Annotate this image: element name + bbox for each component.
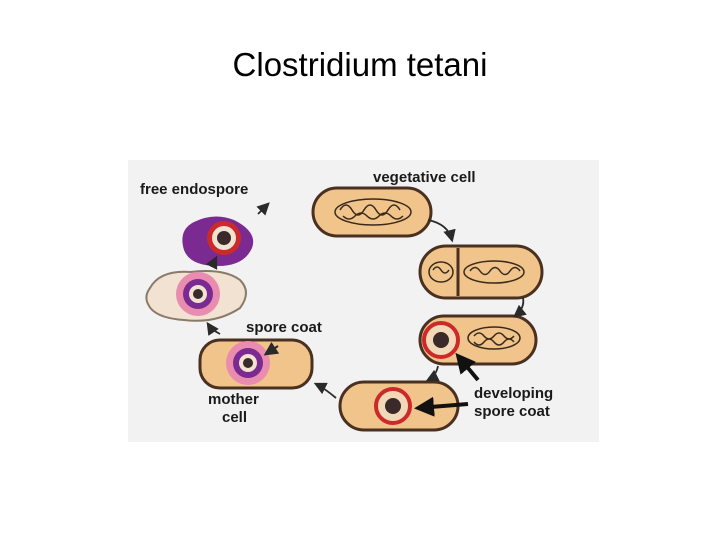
vegetative-cell [311,186,433,238]
arrow-dividing-to-forespore [513,297,527,318]
arrow-vegetative-to-dividing [427,219,456,243]
lysing-cell [145,270,247,322]
arrow-forespore-to-developing [425,365,440,382]
arrow-lysing-to-free [205,255,218,270]
label-free-endospore: free endospore [140,181,248,198]
slide-title: Clostridium tetani [232,46,488,83]
arrow-developing-to-mother [313,382,337,399]
sporulation-diagram: free endospore vegetative cell spore coa… [128,160,599,442]
forespore-cell [418,314,538,366]
mother-cell [198,338,314,390]
pointer-arrow-spore-coat [263,341,280,356]
pointer-arrow-developing [414,396,469,417]
label-developing-line1: developing [474,385,553,402]
arrow-mother-to-lysing [206,321,221,336]
label-mother-cell-line1: mother [208,391,259,408]
label-developing-line2: spore coat [474,403,550,420]
label-spore-coat: spore coat [246,319,322,336]
free-endospore [182,216,254,266]
pointer-arrow-forespore [455,352,480,382]
sporulation-cycle-svg: free endospore vegetative cell spore coa… [140,169,553,432]
dividing-cell [418,244,544,300]
label-vegetative-cell: vegetative cell [373,169,476,186]
arrow-free-to-vegetative [256,202,270,216]
label-mother-cell-line2: cell [222,409,247,426]
